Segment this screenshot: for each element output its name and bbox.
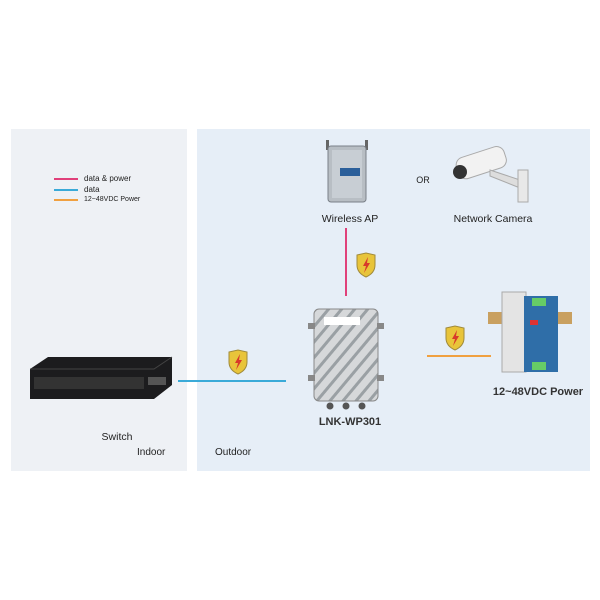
indoor-zone <box>11 129 187 471</box>
power-supply-image <box>488 291 572 373</box>
power-line <box>427 355 491 357</box>
network-camera-label: Network Camera <box>453 213 533 225</box>
network-camera-image <box>453 146 529 203</box>
power-supply-label: 12~48VDC Power <box>492 386 584 398</box>
surge-shield-icon <box>228 349 248 375</box>
legend-item: data <box>54 185 100 194</box>
legend-label: data & power <box>84 174 132 183</box>
or-label: OR <box>416 175 430 185</box>
lnk-wp301-label: LNK-WP301 <box>318 416 382 428</box>
surge-shield-icon <box>356 252 376 278</box>
legend-item: data & power <box>54 174 131 183</box>
wireless-ap-label: Wireless AP <box>321 213 379 225</box>
legend-item: 12~48VDC Power <box>54 196 140 203</box>
outdoor-label: Outdoor <box>215 447 252 458</box>
surge-shield-icon <box>445 325 465 351</box>
data-power-line <box>345 228 347 296</box>
data-line <box>178 380 286 382</box>
switch-label: Switch <box>101 431 133 443</box>
wireless-ap-image <box>326 140 368 203</box>
legend-label: data <box>84 185 100 194</box>
lnk-wp301-device-image <box>308 308 384 410</box>
indoor-label: Indoor <box>137 447 166 458</box>
switch-image <box>30 356 173 399</box>
legend-label: 12~48VDC Power <box>84 196 141 203</box>
